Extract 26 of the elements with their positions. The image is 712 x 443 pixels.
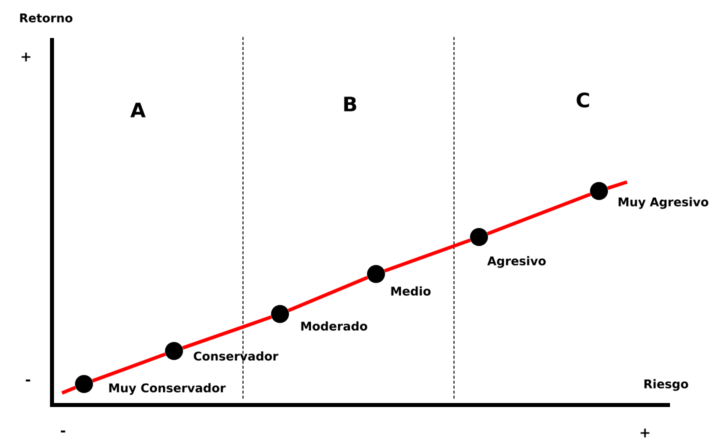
point-label: Medio <box>391 286 431 296</box>
trend-line <box>288 276 368 312</box>
point-label: Agresivo <box>487 256 546 268</box>
zone-letter: C <box>576 92 590 108</box>
data-point <box>470 228 488 246</box>
data-point <box>367 265 385 283</box>
trend-line <box>182 315 272 350</box>
zone-letter: A <box>130 102 146 118</box>
point-label: Moderado <box>301 321 368 331</box>
point-label: Conservador <box>194 351 278 361</box>
axis-sign: + <box>640 428 650 438</box>
axis-sign: - <box>60 430 66 432</box>
trend-line <box>384 238 471 273</box>
axis-sign: - <box>26 380 30 382</box>
zone-letter: B <box>344 96 356 112</box>
data-point <box>75 375 93 393</box>
trend-line <box>92 352 166 382</box>
trend-line <box>486 192 592 236</box>
data-point <box>271 305 289 323</box>
point-label: Muy Agresivo <box>618 197 708 209</box>
data-point <box>590 182 608 200</box>
point-label: Muy Conservador <box>109 383 226 395</box>
data-point <box>165 342 183 360</box>
axis-label: Retorno <box>20 14 72 22</box>
axis-sign: + <box>22 52 30 62</box>
axis-label: Riesgo <box>644 379 688 391</box>
